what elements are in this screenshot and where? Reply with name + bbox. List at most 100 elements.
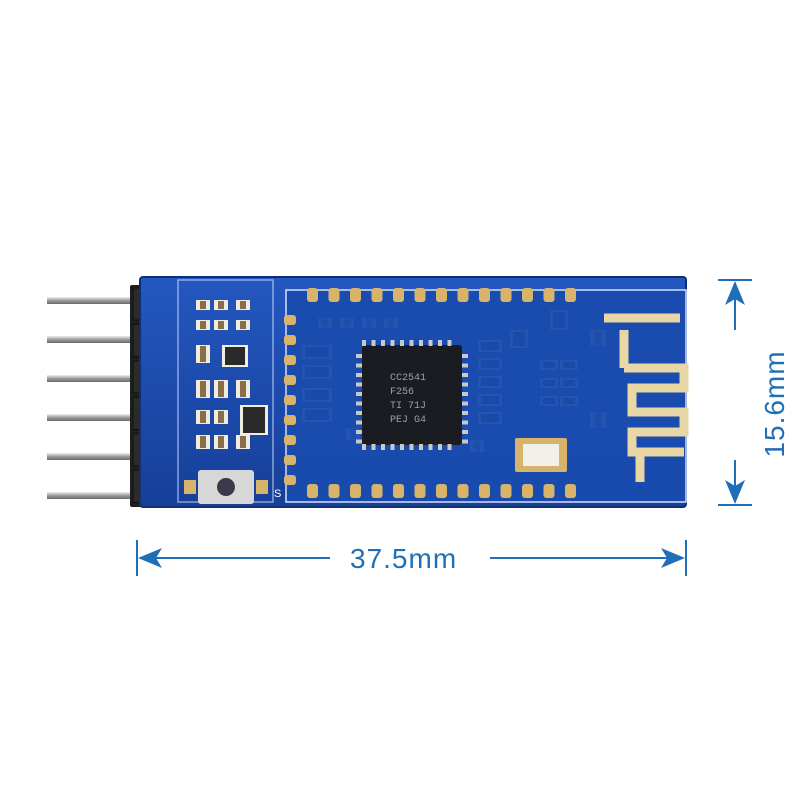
chip-pin (356, 382, 362, 387)
smd-top (240, 321, 246, 329)
castellated-pad-bottom (350, 484, 361, 498)
castellated-pad-bottom (307, 484, 318, 498)
chip-pin (381, 340, 385, 346)
castellated-pad-top (500, 288, 512, 302)
smd-top (218, 436, 224, 448)
castellated-pad-bottom (393, 484, 404, 498)
silk-label-s: S (274, 488, 281, 500)
castellated-pad-left (284, 335, 296, 345)
chip-marking: CC2541 F256 TI 71J PEJ G4 (390, 373, 426, 426)
smd-part (236, 435, 250, 449)
cc2541-chip (362, 345, 462, 445)
smd-part (196, 345, 210, 363)
chip-pin (356, 430, 362, 434)
smd-top (243, 407, 265, 433)
castellated-pad-top (457, 288, 469, 302)
castellated-pad-top (522, 288, 533, 302)
chip-pin (400, 444, 404, 450)
castellated-pad-bottom (565, 484, 576, 498)
chip-pin (438, 340, 442, 346)
smd-top (200, 301, 206, 309)
castellated-pad-left (284, 315, 296, 325)
chip-pin (462, 363, 468, 368)
svg-text:TI 71J: TI 71J (390, 401, 426, 412)
smd-part (196, 320, 210, 330)
castellated-pad-bottom (479, 484, 490, 498)
castellated-pad-left (284, 475, 296, 485)
header-pin (47, 336, 147, 343)
chip-pin (362, 444, 366, 450)
castellated-pad-bottom (436, 484, 447, 498)
smd-part (214, 410, 228, 424)
castellated-pad-bottom (457, 484, 469, 498)
smd-top (218, 381, 224, 397)
castellated-pad-bottom (543, 484, 555, 498)
castellated-pad-top (350, 288, 361, 302)
chip-pin (409, 340, 414, 346)
smd-top (218, 301, 224, 309)
smd-part (214, 320, 228, 330)
smd-top (218, 411, 224, 423)
castellated-pad-top (371, 288, 383, 302)
smd-top (200, 381, 206, 397)
chip-pin (371, 340, 376, 346)
svg-text:CC2541: CC2541 (390, 373, 426, 384)
reset-button-cap (217, 478, 235, 496)
castellated-pad-bottom (328, 484, 340, 498)
header-pins (47, 297, 147, 499)
castellated-pad-top (307, 288, 318, 302)
smd-part (236, 380, 250, 398)
smd-top (240, 381, 246, 397)
chip-pin (462, 401, 468, 406)
button-pad-left (184, 480, 196, 494)
smd-top (225, 347, 245, 365)
button-pad-right (256, 480, 268, 494)
smd-top (200, 321, 206, 329)
castellated-pad-bottom (522, 484, 533, 498)
chip-pin (438, 444, 442, 450)
castellated-pad-left (284, 395, 296, 405)
chip-pin (371, 444, 376, 450)
castellated-pad-left (284, 375, 296, 385)
chip-pin (390, 340, 395, 346)
chip-pin (356, 354, 362, 358)
castellated-pad-bottom (500, 484, 512, 498)
chip-pin (356, 363, 362, 368)
antenna-trace (604, 313, 689, 482)
smd-part (214, 435, 228, 449)
chip-pin (356, 420, 362, 425)
svg-text:PEJ G4: PEJ G4 (390, 415, 426, 426)
chip-pin (447, 444, 452, 450)
chip-pin (419, 340, 423, 346)
chip-pin (462, 439, 468, 444)
header-pin (47, 375, 147, 382)
chip-pin (362, 340, 366, 346)
castellated-pad-left (284, 355, 296, 365)
smd-part (214, 300, 228, 310)
castellated-pad-top (565, 288, 576, 302)
smd-part (196, 410, 210, 424)
smd-part (222, 345, 248, 367)
smd-part (236, 300, 250, 310)
castellated-pad-bottom (371, 484, 383, 498)
chip-pin (428, 340, 433, 346)
smd-part (196, 300, 210, 310)
castellated-pad-top (328, 288, 340, 302)
castellated-pad-left (284, 415, 296, 425)
castellated-pad-top (393, 288, 404, 302)
chip-pin (462, 430, 468, 434)
smd-part (196, 435, 210, 449)
chip-pin (462, 411, 468, 415)
chip-pin (428, 444, 433, 450)
chip-pin (356, 373, 362, 377)
smd-part (236, 320, 250, 330)
chip-pin (356, 401, 362, 406)
height-dimension-label: 15.6mm (759, 329, 791, 479)
smd-part (214, 380, 228, 398)
smd-top (240, 436, 246, 448)
header-pin (47, 414, 147, 421)
smd-top (200, 346, 206, 362)
chip-pin (356, 439, 362, 444)
chip-pin (447, 340, 452, 346)
